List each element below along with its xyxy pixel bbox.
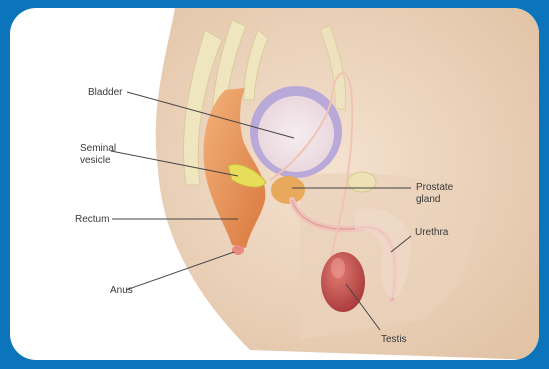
label-seminal-line1: Seminal — [80, 143, 116, 154]
label-rectum: Rectum — [75, 214, 109, 225]
prostate-gland — [271, 176, 305, 204]
bladder-lumen — [258, 96, 334, 172]
label-anus: Anus — [110, 285, 133, 296]
label-prostate-line1: Prostate — [416, 182, 454, 193]
label-testis: Testis — [381, 334, 407, 345]
pubic-bone — [348, 172, 376, 192]
label-prostate-line2: gland — [416, 194, 440, 205]
testis — [321, 252, 365, 312]
anus — [232, 245, 244, 255]
illustration-panel: Bladder Seminal vesicle Rectum Anus Pros… — [10, 8, 539, 360]
label-urethra: Urethra — [415, 227, 449, 238]
anatomy-diagram: Bladder Seminal vesicle Rectum Anus Pros… — [10, 8, 539, 360]
label-bladder: Bladder — [88, 87, 123, 98]
label-seminal-line2: vesicle — [80, 155, 111, 166]
